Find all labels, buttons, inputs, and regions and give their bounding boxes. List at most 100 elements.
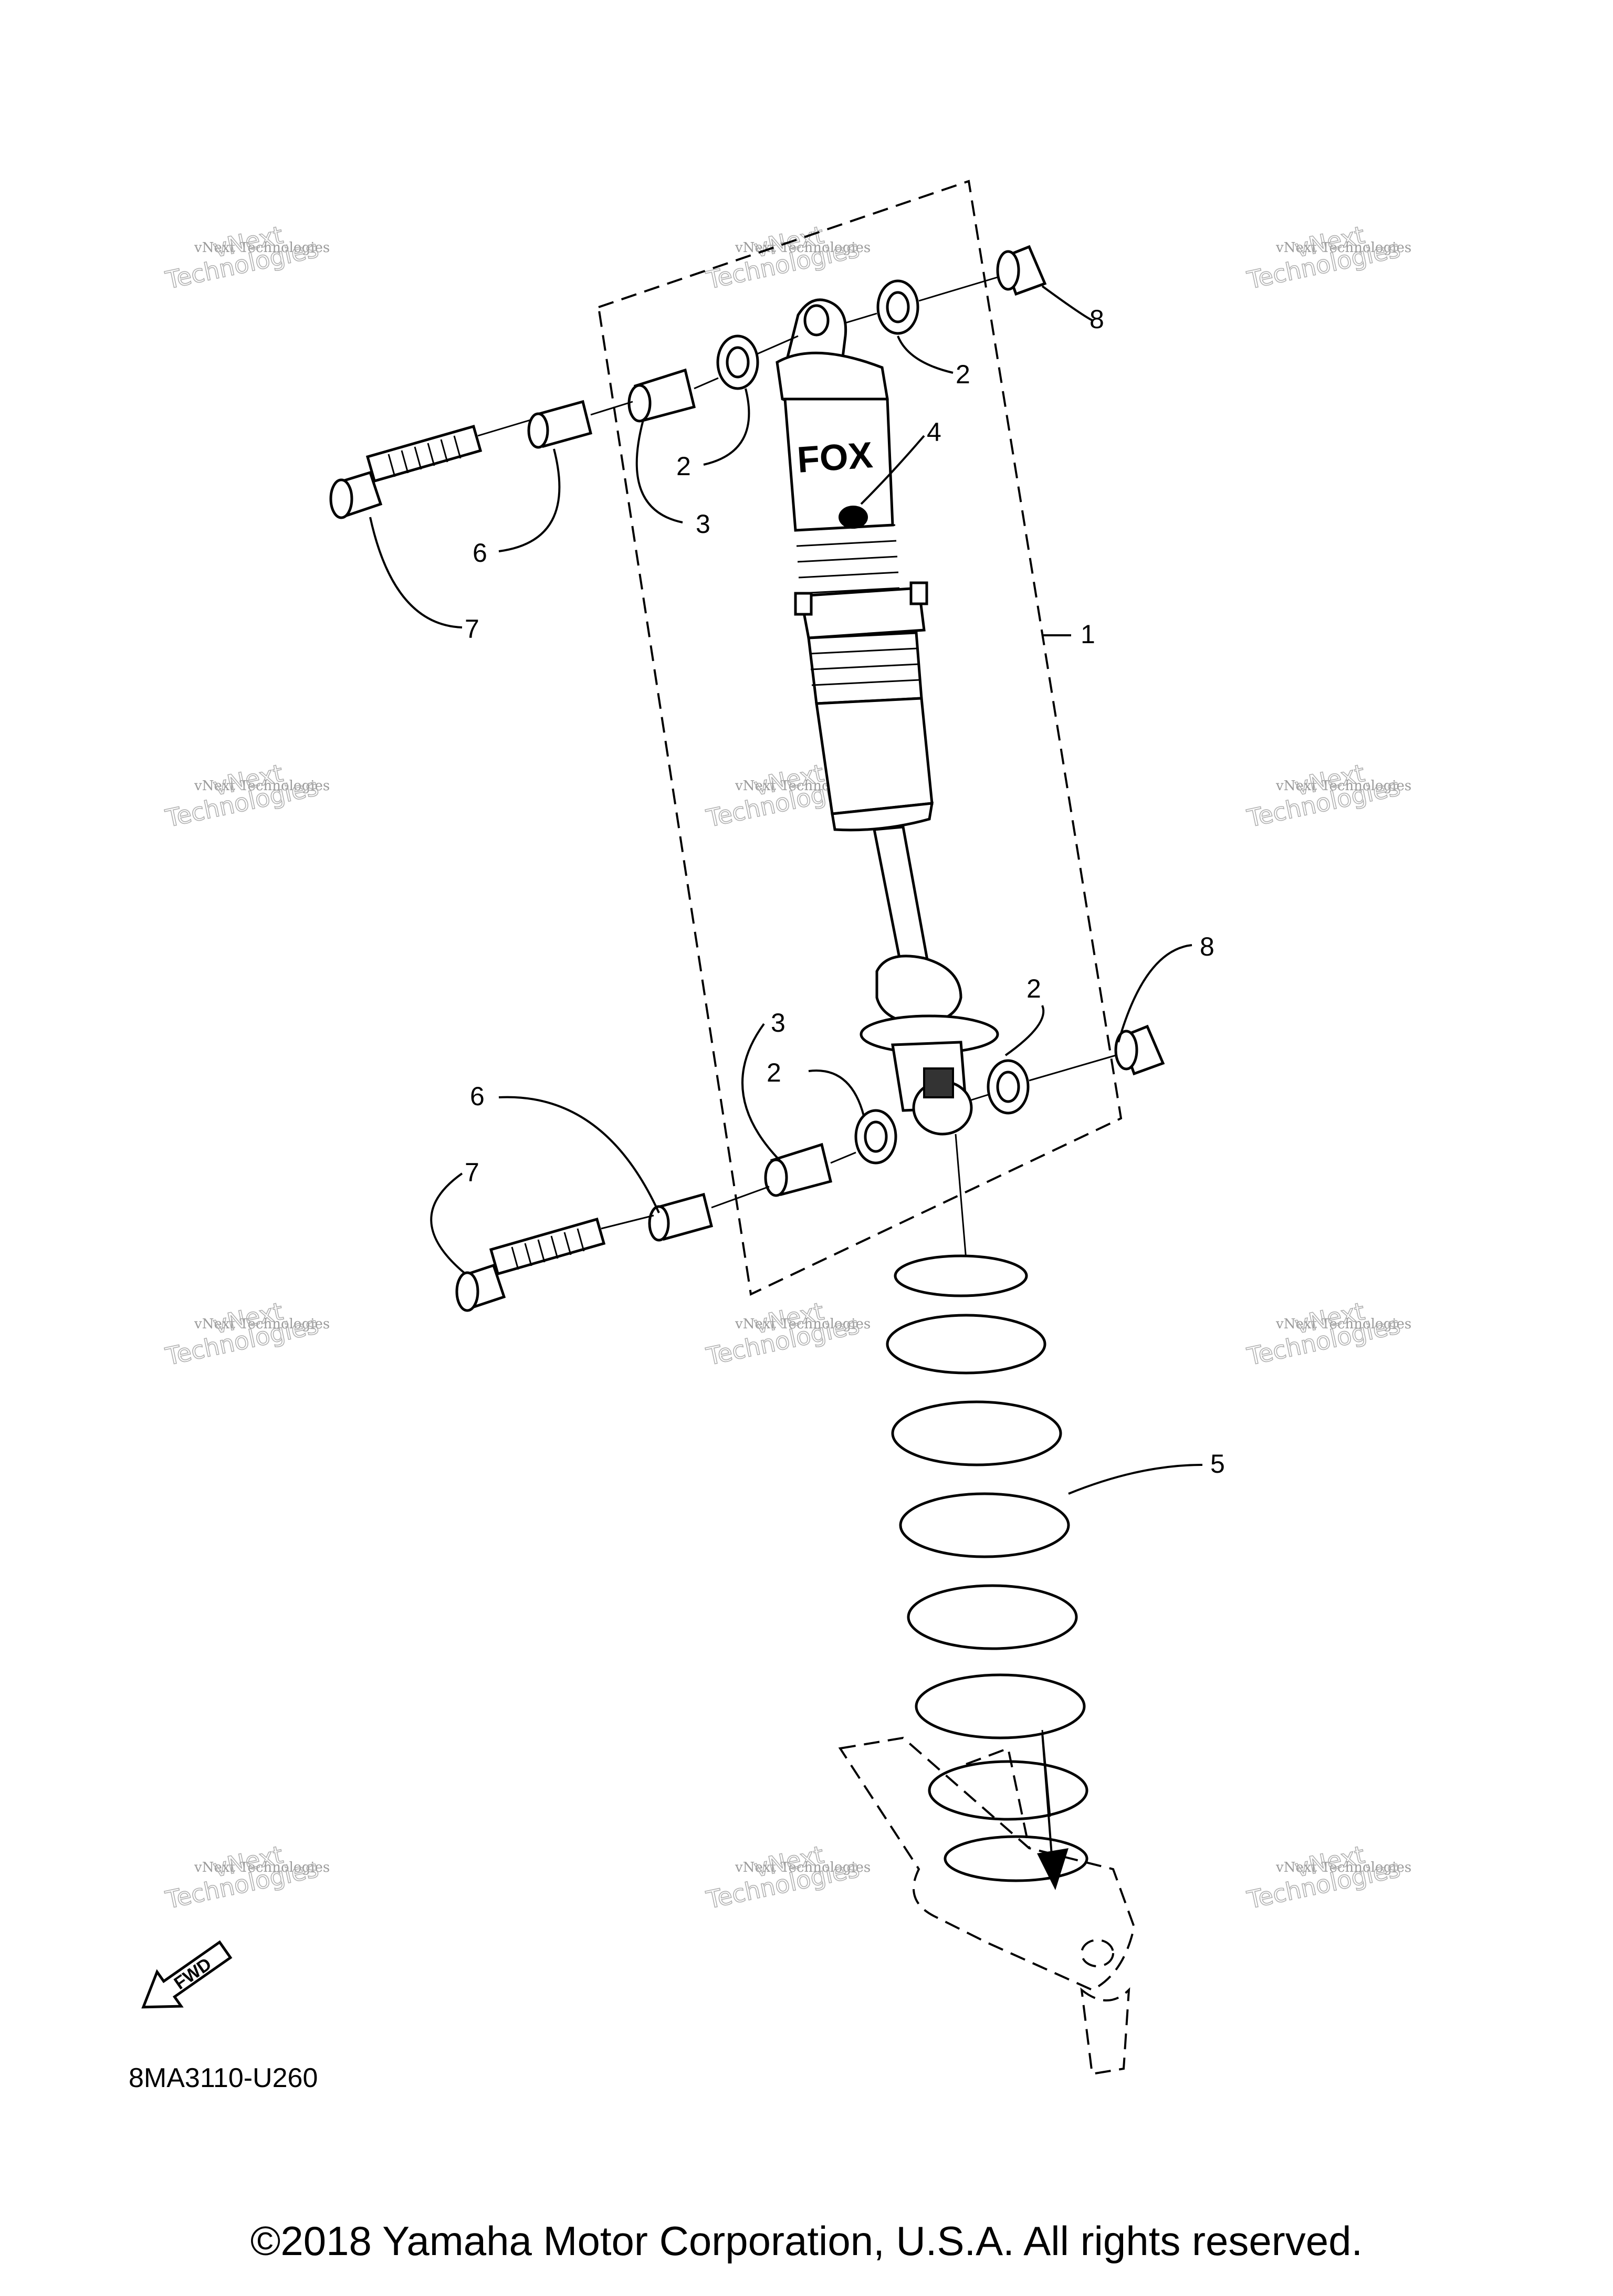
spring-adjuster-collar xyxy=(799,586,926,639)
lower-left-hardware xyxy=(455,1109,897,1312)
leader-2-upper-left xyxy=(703,388,750,466)
watermark: vNext Technologies Technologies vNext xyxy=(1244,758,1411,833)
leader-5 xyxy=(1068,1464,1203,1495)
svg-text:vNext Technologies: vNext Technologies xyxy=(735,1316,871,1332)
callout-4: 4 xyxy=(927,417,941,447)
callout-7-upper: 7 xyxy=(465,614,479,644)
lower-right-washer-2-hole xyxy=(996,1071,1020,1103)
callout-2-lower-left: 2 xyxy=(767,1058,781,1087)
leader-3-upper xyxy=(635,420,683,523)
svg-text:vNext Technologies: vNext Technologies xyxy=(735,240,871,256)
install-arrow-head xyxy=(1037,1848,1069,1890)
callout-2-upper-right: 2 xyxy=(956,360,970,389)
spring-coil xyxy=(886,1314,1046,1375)
watermarks: vNext Technologies Technologies vNext vN… xyxy=(162,220,1411,1915)
lower-bolt-threads xyxy=(511,1228,585,1270)
spring-coil xyxy=(915,1673,1086,1739)
lower-arm-outline xyxy=(838,1736,1136,1991)
axis-line xyxy=(1029,1054,1116,1082)
leader-6-upper xyxy=(498,448,561,552)
upper-bolt-shank xyxy=(365,425,483,483)
spring-coil xyxy=(899,1492,1070,1558)
leader-lines xyxy=(369,285,1203,1495)
watermark: vNext Technologies Technologies vNext xyxy=(703,1840,871,1915)
upper-collar-6-end xyxy=(527,412,549,449)
spring-coil xyxy=(894,1254,1028,1297)
axis-line xyxy=(711,1186,770,1209)
compression-adjuster-knob xyxy=(923,1067,954,1098)
axis-line xyxy=(971,1094,989,1101)
lower-bushing-3-end xyxy=(764,1158,788,1197)
lower-right-hardware xyxy=(971,1024,1165,1115)
lower-arm-phantom xyxy=(838,1732,1136,2075)
upper-nut-8-flange xyxy=(996,250,1020,291)
collar-notch-right xyxy=(909,581,928,605)
coil-spring xyxy=(886,1134,1088,1882)
axis-line xyxy=(477,419,531,437)
shock-rod xyxy=(873,825,931,978)
shock-body-lower xyxy=(815,697,934,815)
axis-line xyxy=(756,335,799,355)
lower-collar-6-end xyxy=(648,1205,670,1242)
leader-2-lower-left xyxy=(808,1070,865,1116)
callout-8-upper: 8 xyxy=(1090,305,1104,334)
leader-8-upper xyxy=(1041,285,1093,321)
callout-7-lower: 7 xyxy=(465,1158,479,1187)
fwd-arrow: FWD xyxy=(141,1940,233,2009)
upper-bushing-3-end xyxy=(627,384,652,423)
watermark: vNext Technologies Technologies vNext xyxy=(1244,1840,1411,1915)
callout-6-lower: 6 xyxy=(470,1082,485,1111)
leader-3-lower xyxy=(741,1023,781,1161)
axis-line xyxy=(845,312,877,324)
upper-bolt-threads xyxy=(387,435,462,477)
install-arrow-shaft xyxy=(1041,1732,1054,1870)
spring-coil xyxy=(928,1760,1088,1821)
bump-stop xyxy=(875,955,962,1025)
axis-line xyxy=(830,1151,856,1164)
leader-7-lower xyxy=(430,1172,466,1274)
lower-threads xyxy=(809,647,920,686)
watermark: vNext Technologies Technologies vNext xyxy=(162,1296,330,1371)
logo-dot xyxy=(839,506,868,529)
lower-arm-bracket xyxy=(966,1747,1030,1849)
svg-text:vNext Technologies: vNext Technologies xyxy=(735,1860,871,1875)
leader-8-lower xyxy=(1117,944,1192,1043)
axis-line xyxy=(694,377,719,390)
watermark: vNext Technologies Technologies vNext xyxy=(703,1296,871,1371)
spring-coil xyxy=(944,1835,1088,1882)
callout-5: 5 xyxy=(1210,1449,1225,1479)
axis-line xyxy=(601,1214,654,1230)
watermark: vNext Technologies Technologies vNext xyxy=(162,1840,330,1915)
callout-3-lower: 3 xyxy=(771,1008,785,1037)
svg-text:vNext Technologies: vNext Technologies xyxy=(194,240,330,256)
watermark: vNext Technologies Technologies vNext xyxy=(1244,1296,1411,1371)
leader-7-upper xyxy=(369,517,463,628)
upper-right-washer-2-hole xyxy=(886,291,910,323)
collar-notch-left xyxy=(794,592,813,616)
body-threads xyxy=(795,524,900,594)
ball-joint xyxy=(1080,1987,1130,2075)
svg-text:vNext Technologies: vNext Technologies xyxy=(1275,778,1411,794)
svg-text:vNext Technologies: vNext Technologies xyxy=(1275,1860,1411,1875)
callout-6-upper: 6 xyxy=(473,538,487,568)
lower-bolt-shank xyxy=(489,1218,606,1276)
callout-2-lower-right: 2 xyxy=(1027,974,1041,1003)
spring-coil xyxy=(907,1584,1078,1650)
lower-bolt-flange xyxy=(455,1271,479,1312)
svg-text:vNext Technologies: vNext Technologies xyxy=(194,778,330,794)
lower-nut-8-flange xyxy=(1114,1030,1138,1071)
upper-bolt-flange xyxy=(329,478,353,519)
part-code: 8MA3110-U260 xyxy=(129,2063,318,2093)
lower-arm-pivot xyxy=(1081,1939,1114,1967)
watermark: vNext Technologies Technologies vNext xyxy=(162,758,330,833)
upper-left-washer-2-hole xyxy=(726,346,750,379)
watermark: vNext Technologies Technologies vNext xyxy=(162,220,330,295)
leader-6-lower xyxy=(498,1096,660,1213)
assembly-boundary-dashed xyxy=(597,180,1123,1296)
fwd-arrow-shape xyxy=(141,1940,233,2009)
svg-text:vNext Technologies: vNext Technologies xyxy=(194,1860,330,1875)
spring-coil xyxy=(891,1400,1062,1466)
copyright: ©2018 Yamaha Motor Corporation, U.S.A. A… xyxy=(250,2218,1363,2264)
watermark: vNext Technologies Technologies vNext xyxy=(1244,220,1411,295)
